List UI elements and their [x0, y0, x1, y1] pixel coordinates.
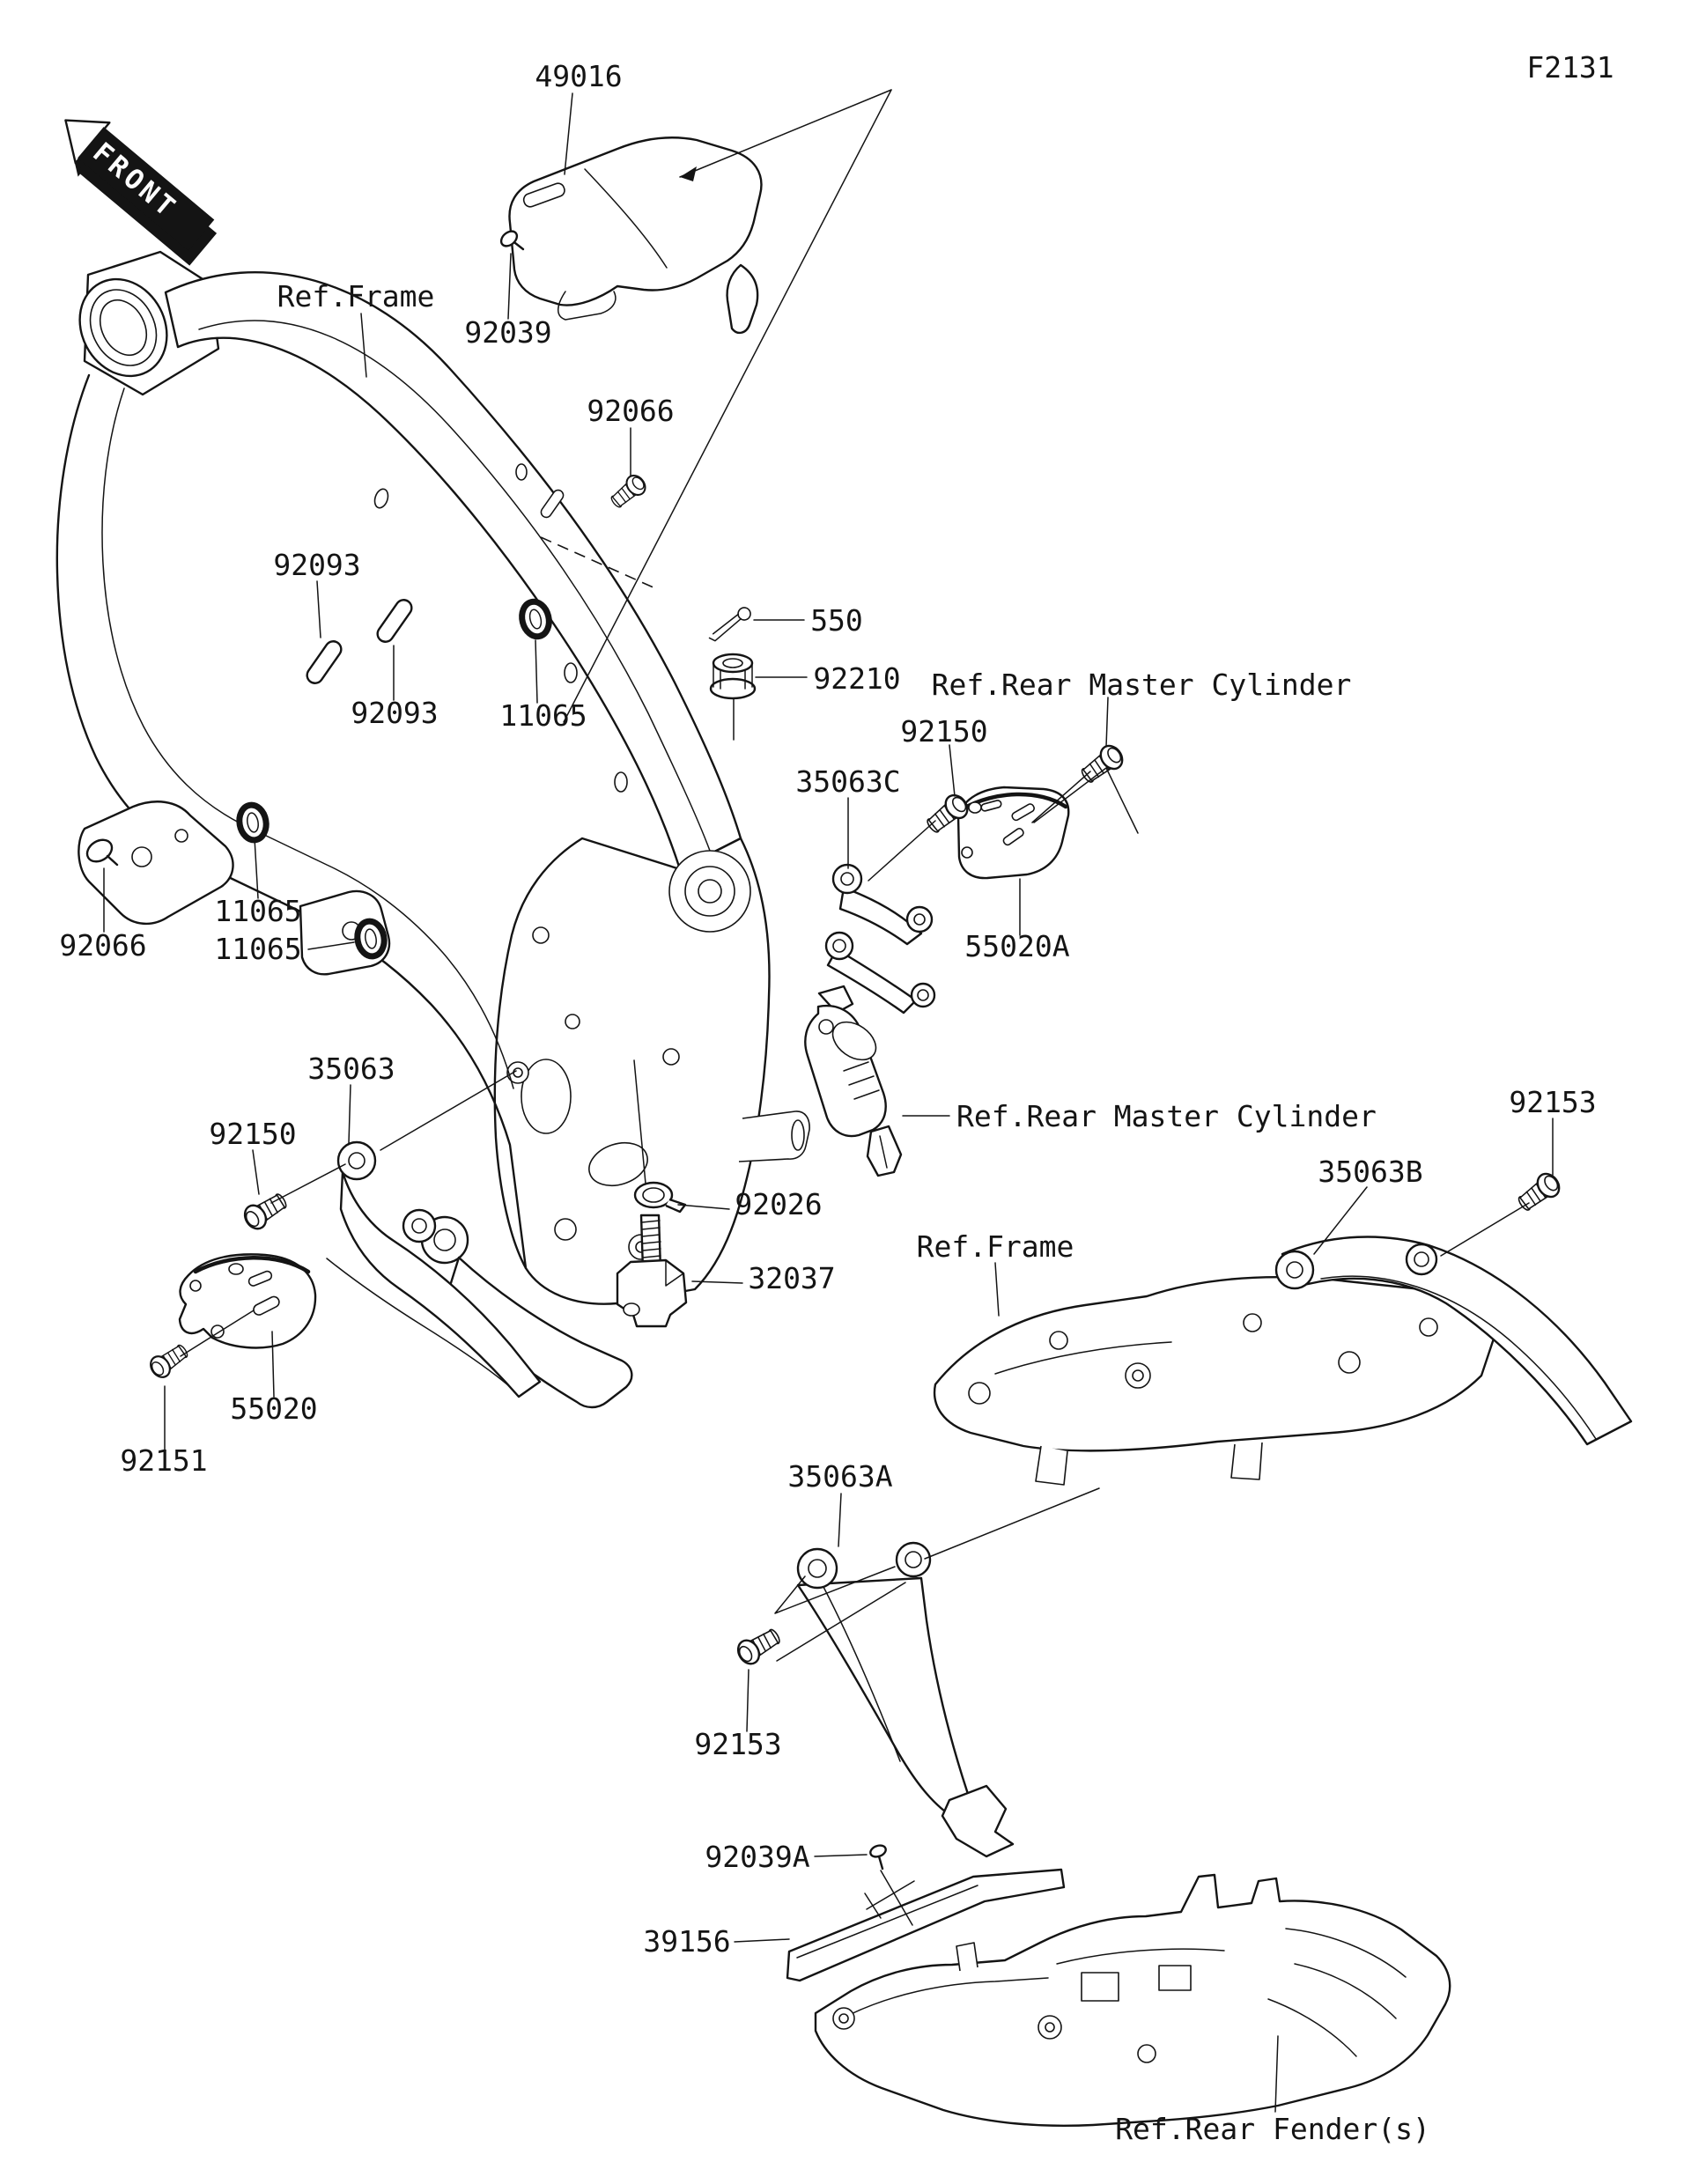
- bolt-92151: [145, 1339, 193, 1383]
- ref-label-frame-1: Ref.Frame: [277, 279, 435, 314]
- part-rear-master-cylinder: [804, 985, 903, 1177]
- part-label-11065-b[interactable]: 11065: [214, 894, 301, 928]
- part-label-92150-left[interactable]: 92150: [209, 1117, 296, 1151]
- part-35063c-linkage: [824, 863, 936, 1015]
- frame-drawing: [55, 250, 810, 1409]
- cotter-pin-550: [708, 607, 751, 642]
- part-label-550[interactable]: 550: [810, 603, 863, 638]
- screw-92039: [499, 230, 525, 251]
- part-label-92026[interactable]: 92026: [735, 1187, 822, 1221]
- part-label-92093-b[interactable]: 92093: [351, 696, 438, 730]
- part-label-92039a[interactable]: 92039A: [705, 1840, 809, 1874]
- ref-label-rear-master-cylinder-1: Ref.Rear Master Cylinder: [932, 668, 1352, 702]
- part-label-55020a[interactable]: 55020A: [964, 929, 1069, 963]
- ref-label-rear-master-cylinder-2: Ref.Rear Master Cylinder: [956, 1099, 1377, 1133]
- bolt-92066-top: [606, 470, 650, 513]
- part-ref-frame-rear-bracket: [933, 1276, 1496, 1486]
- bolt-92153-top: [1513, 1168, 1565, 1217]
- part-49016-cover: [508, 136, 763, 335]
- plug-92066-left: [85, 838, 119, 867]
- bolt-rear-master-cylinder: [1076, 740, 1128, 789]
- part-35063a-bracket: [796, 1541, 1015, 1858]
- ref-label-frame-2: Ref.Frame: [917, 1229, 1074, 1264]
- front-arrow-icon: FRONT: [64, 119, 218, 266]
- ref-label-rear-fender: Ref.Rear Fender(s): [1115, 2112, 1430, 2146]
- part-label-32037[interactable]: 32037: [748, 1261, 835, 1295]
- pin-92093-a: [302, 637, 346, 688]
- part-label-39156[interactable]: 39156: [643, 1924, 730, 1959]
- part-label-11065-a[interactable]: 11065: [499, 698, 587, 733]
- part-label-92153-bottom[interactable]: 92153: [694, 1727, 781, 1761]
- part-55020-heel-guard: [178, 1253, 317, 1349]
- part-label-92039[interactable]: 92039: [464, 315, 551, 350]
- part-label-92150-right[interactable]: 92150: [900, 714, 987, 749]
- part-35063-bracket: [326, 1140, 542, 1398]
- leader-lines: [103, 89, 1554, 2113]
- stud-bracket-32037: [616, 1214, 688, 1328]
- part-label-35063b[interactable]: 35063B: [1318, 1155, 1422, 1189]
- part-35063b-bracket: [1274, 1236, 1633, 1446]
- part-label-35063[interactable]: 35063: [307, 1051, 395, 1086]
- part-label-55020[interactable]: 55020: [230, 1391, 317, 1426]
- part-label-11065-c[interactable]: 11065: [214, 932, 301, 966]
- part-label-92210[interactable]: 92210: [813, 661, 900, 696]
- washer-92026: [633, 1181, 687, 1214]
- bolt-92150-left: [240, 1187, 292, 1234]
- grommet-11065-b: [237, 803, 269, 843]
- part-label-92151[interactable]: 92151: [120, 1443, 207, 1478]
- figure-code: F2131: [1526, 50, 1613, 85]
- part-label-35063a[interactable]: 35063A: [787, 1459, 892, 1494]
- part-39156-flap: [786, 1868, 1066, 1982]
- nut-92210: [709, 653, 757, 700]
- part-label-92093-a[interactable]: 92093: [273, 548, 360, 582]
- part-55020a-heel-guard: [956, 786, 1070, 880]
- part-label-49016[interactable]: 49016: [535, 59, 622, 93]
- grommet-11065-c: [355, 919, 387, 959]
- part-rear-fender: [814, 1873, 1451, 2128]
- part-label-35063c[interactable]: 35063C: [795, 764, 900, 799]
- pin-92093-b: [373, 595, 417, 646]
- part-label-92066-left[interactable]: 92066: [59, 928, 146, 963]
- part-label-92153-top[interactable]: 92153: [1509, 1085, 1596, 1119]
- part-label-92066-top[interactable]: 92066: [587, 394, 674, 428]
- rivet-92039a: [869, 1844, 887, 1870]
- labels-layer: 49016 F2131 Ref.Frame 92039 92066 92093 …: [59, 50, 1613, 2146]
